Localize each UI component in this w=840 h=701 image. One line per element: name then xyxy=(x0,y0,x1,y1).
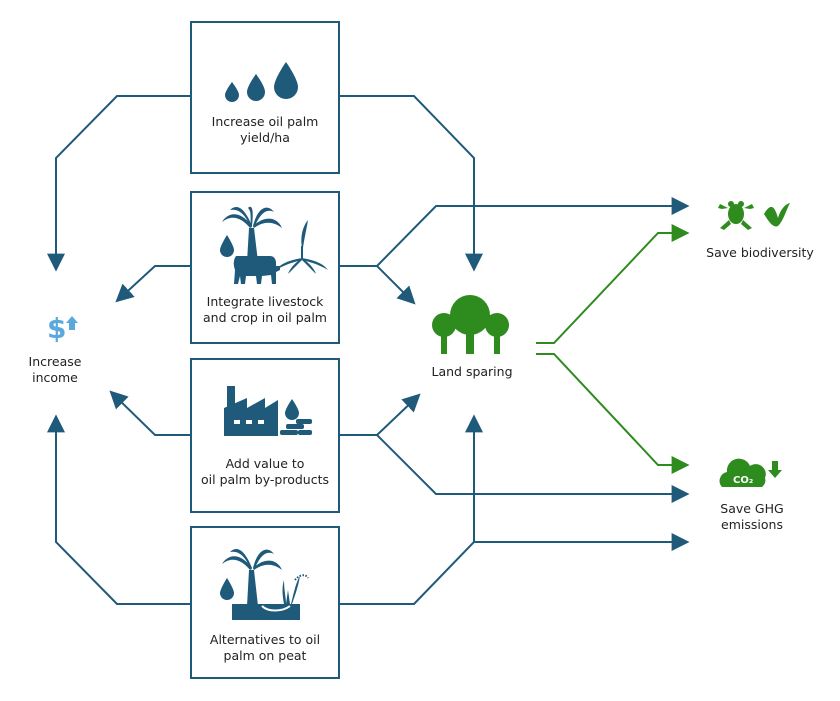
arrow-peat-to-income xyxy=(47,414,190,605)
arrow-land-to-ghg xyxy=(536,353,690,474)
arrow-land-to-biodiversity xyxy=(536,224,690,344)
income-label: Increase income xyxy=(28,354,82,385)
frog-bird-icon xyxy=(718,201,790,230)
arrow-peat-to-land xyxy=(340,414,483,605)
biodiversity-label: Save biodiversity xyxy=(706,245,814,260)
strategy-box-yield: Increase oil palm yield/ha xyxy=(190,21,340,174)
strategy-label-byproducts: Add value to oil palm by-products xyxy=(201,456,329,487)
strategy-box-peat: Alternatives to oil palm on peat xyxy=(190,526,340,679)
co2-down-icon: CO₂ xyxy=(719,458,782,487)
strategy-box-livestock: Integrate livestock and crop in oil palm xyxy=(190,191,340,344)
arrow-yield-to-income xyxy=(47,95,190,272)
strategy-box-byproducts: Add value to oil palm by-products xyxy=(190,358,340,513)
arrow-livestock-to-land xyxy=(340,265,416,305)
trees-icon xyxy=(432,295,509,354)
strategy-label-yield: Increase oil palm yield/ha xyxy=(211,114,319,145)
co2-text: CO₂ xyxy=(733,475,753,486)
arrow-byproducts-to-income xyxy=(109,390,190,436)
dollar-up-icon: $ xyxy=(47,312,78,345)
land-sparing-label: Land sparing xyxy=(431,364,513,379)
arrow-byproducts-to-ghg xyxy=(376,434,690,503)
svg-text:$: $ xyxy=(47,312,66,345)
arrow-livestock-to-biodiversity xyxy=(376,197,690,267)
strategy-label-peat: Alternatives to oil palm on peat xyxy=(209,632,321,663)
strategy-label-livestock: Integrate livestock and crop in oil palm xyxy=(203,294,327,325)
arrow-livestock-to-income xyxy=(115,265,190,303)
ghg-label: Save GHG emissions xyxy=(720,501,784,532)
arrow-byproducts-to-land xyxy=(340,393,421,436)
arrow-yield-to-land xyxy=(340,95,483,272)
